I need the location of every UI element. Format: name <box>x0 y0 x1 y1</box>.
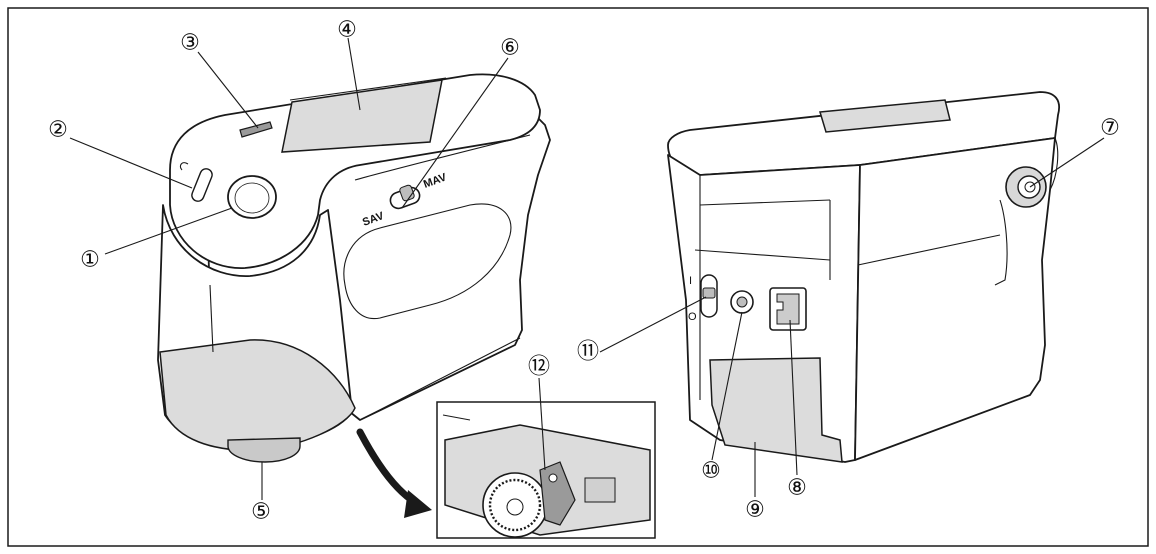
arrowhead-icon <box>404 490 432 518</box>
lid-seam <box>354 134 531 181</box>
inset-edge <box>442 414 471 421</box>
leader-3 <box>197 51 259 129</box>
back-seam-mid <box>694 249 831 261</box>
strap-holder <box>239 121 273 138</box>
right-device: I O <box>667 91 1060 463</box>
callout-9: ⑨ <box>745 498 765 523</box>
aperture-inset <box>436 401 656 539</box>
left-device-lower-band <box>159 339 356 451</box>
callout-6: ⑥ <box>500 36 520 61</box>
leader-10 <box>711 311 743 461</box>
inset-label-plate <box>584 477 616 503</box>
right-grip <box>994 199 1008 286</box>
power-on-mark: I <box>689 275 692 287</box>
side-ridge <box>1049 137 1059 191</box>
leader-12 <box>538 377 546 471</box>
side-seam <box>857 234 1001 266</box>
callout-11: ⑪ <box>577 340 599 365</box>
measuring-aperture-base <box>227 437 301 463</box>
rs232c-port <box>776 293 800 325</box>
leader-6 <box>401 57 509 209</box>
ac-socket-pin <box>736 296 748 308</box>
front-seam <box>209 284 214 353</box>
left-device: SAV MAV <box>157 73 551 463</box>
leader-1 <box>104 207 233 255</box>
callout-3: ③ <box>180 31 200 56</box>
inset-screw <box>548 473 558 483</box>
remote-switch-inner <box>1017 175 1041 199</box>
leader-8 <box>789 319 798 476</box>
callout-5: ⑤ <box>251 500 271 525</box>
lock-symbol-icon <box>179 162 189 171</box>
remote-switch-core <box>1024 181 1036 193</box>
back-seam-top <box>699 199 831 206</box>
callout-12: ⑫ <box>528 355 550 380</box>
leader-lines <box>69 37 1105 500</box>
callout-labels: ① ② ③ ④ ⑤ ⑥ ⑦ ⑧ ⑨ ⑩ ⑪ ⑫ <box>48 18 1120 525</box>
inset-aperture-teeth <box>488 478 542 532</box>
measuring-button <box>227 175 277 219</box>
sav-mav-knob <box>399 184 415 202</box>
callout-1: ① <box>80 248 100 273</box>
power-switch-knob <box>702 287 716 299</box>
callout-2: ② <box>48 118 68 143</box>
callout-8: ⑧ <box>787 476 807 501</box>
inset-aperture-hole <box>506 498 524 516</box>
measuring-button-inner <box>234 182 270 214</box>
outer-border <box>7 7 1149 547</box>
target-mask-lock <box>191 168 213 202</box>
leader-7 <box>1029 137 1105 188</box>
right-device-side <box>854 137 1056 461</box>
right-lcd-display <box>819 99 951 133</box>
grip-recess <box>343 203 512 320</box>
leader-11 <box>599 296 707 353</box>
battery-cover <box>709 357 843 463</box>
power-off-mark: O <box>688 311 697 323</box>
lcd-frame <box>289 77 447 101</box>
leader-2 <box>69 137 193 189</box>
callout-4: ④ <box>337 18 357 43</box>
lcd-display <box>281 79 443 153</box>
base-seam <box>359 337 521 421</box>
callout-7: ⑦ <box>1100 116 1120 141</box>
leader-4 <box>347 37 361 111</box>
callout-10: ⑩ <box>701 459 721 484</box>
